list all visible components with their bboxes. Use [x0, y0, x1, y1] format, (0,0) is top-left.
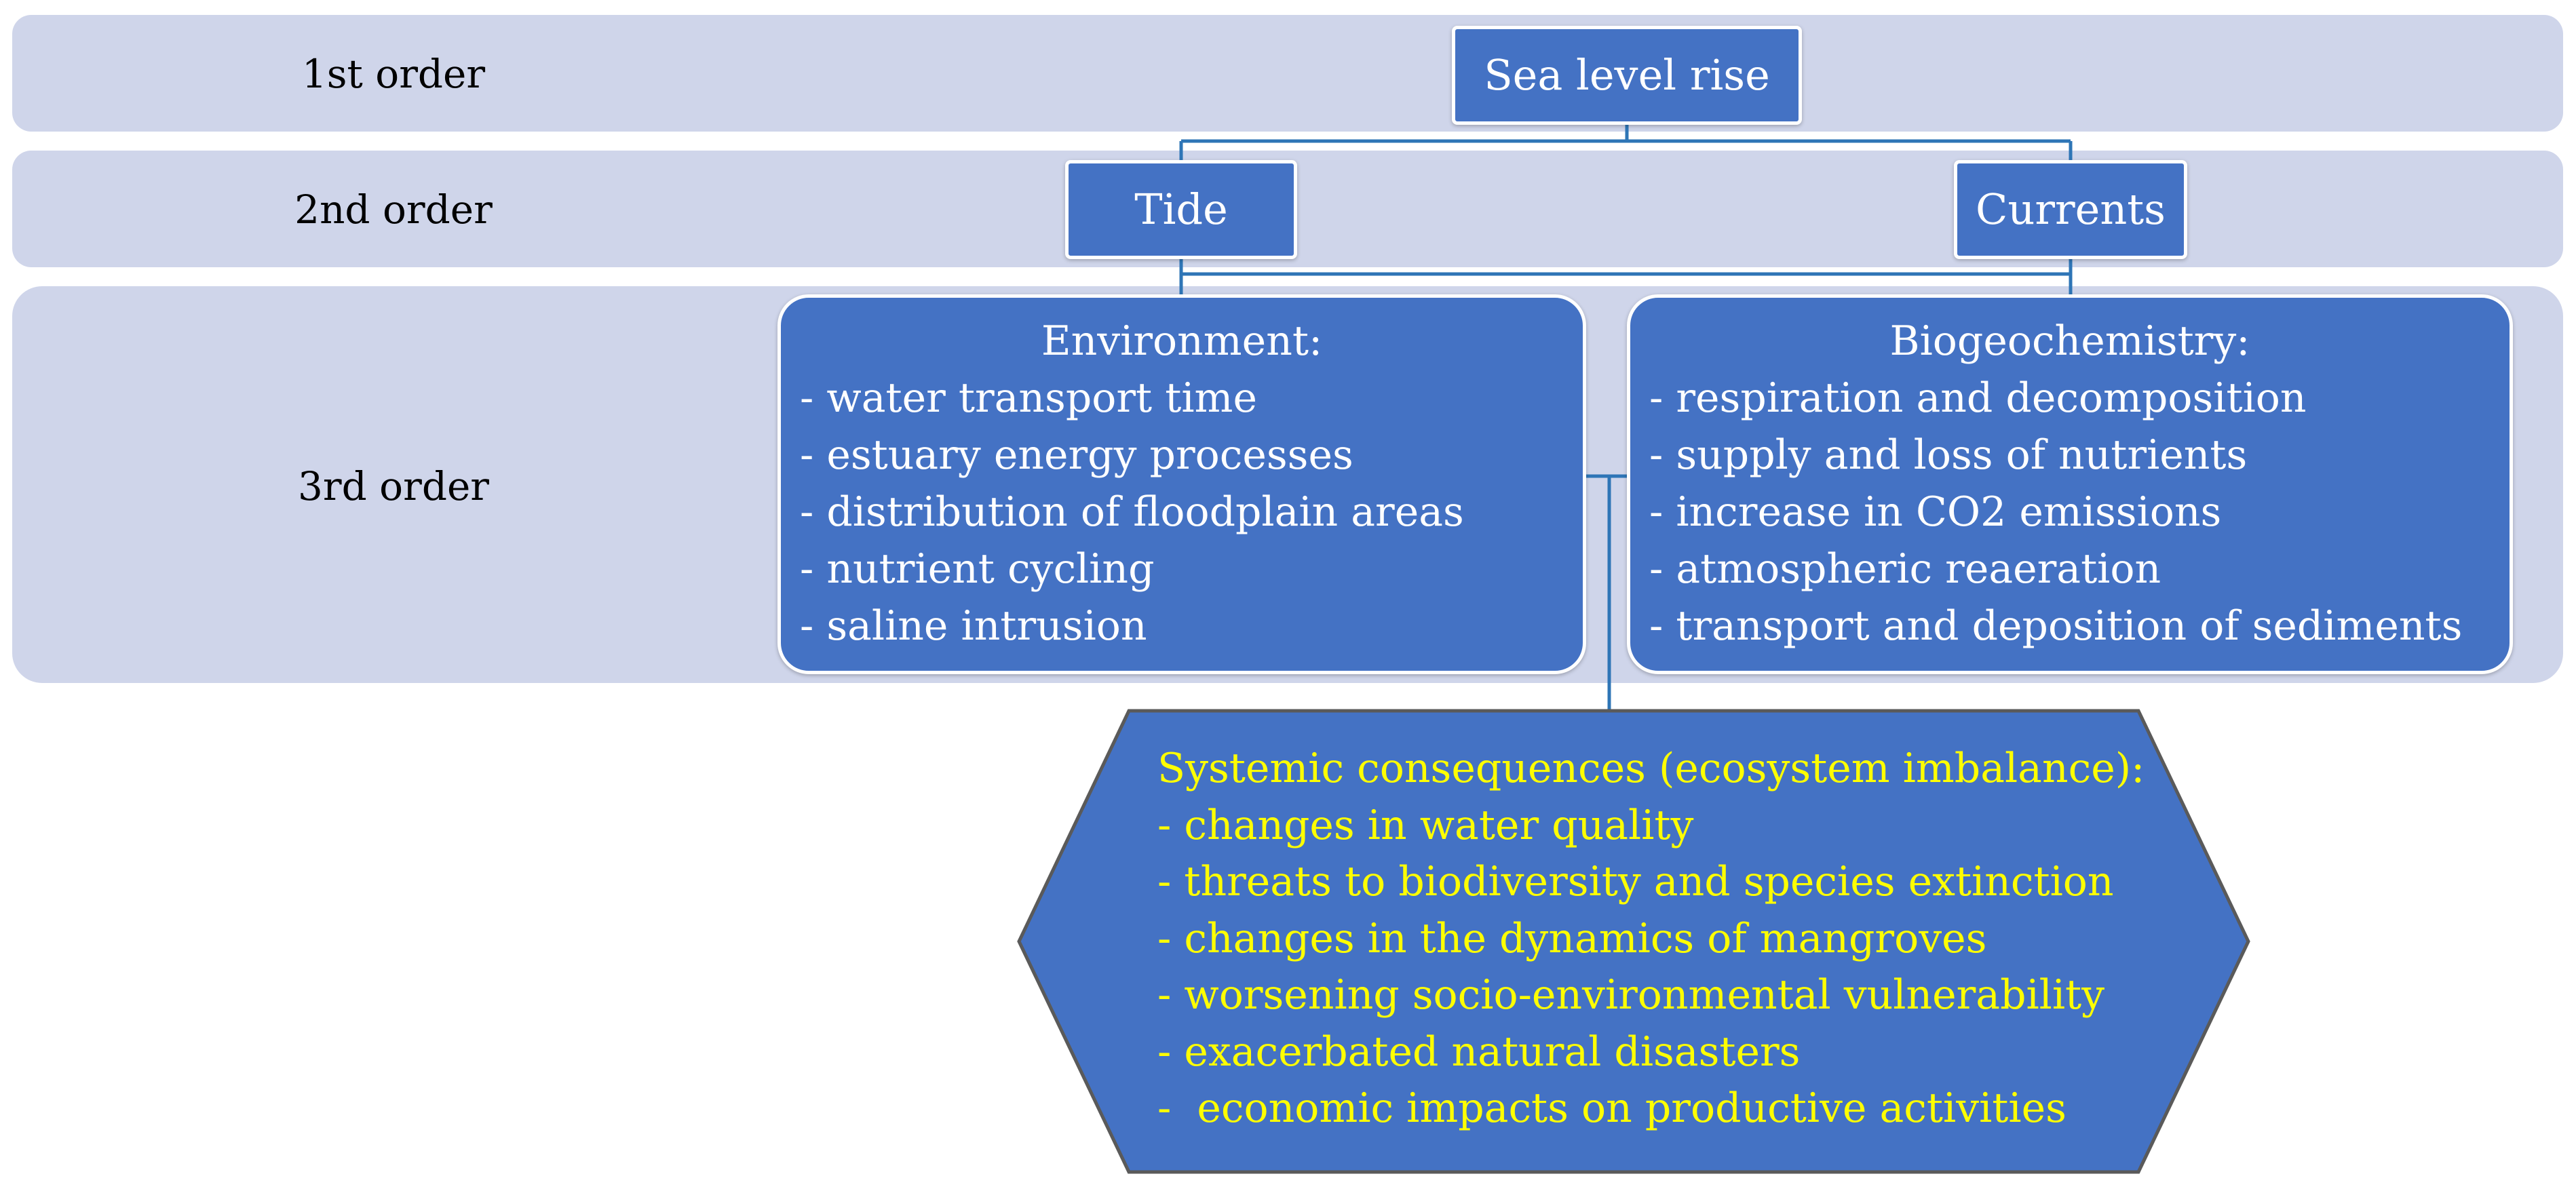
environment-item: - estuary energy processes	[800, 431, 1353, 479]
biogeochemistry-title: Biogeochemistry:	[1889, 317, 2250, 365]
first-order-label: 1st order	[301, 51, 486, 97]
biogeochemistry-item: - respiration and decomposition	[1649, 374, 2307, 422]
biogeochemistry-box: Biogeochemistry: - respiration and decom…	[1627, 294, 2513, 674]
biogeochemistry-item: - increase in CO2 emissions	[1649, 488, 2222, 536]
consequence-item: - economic impacts on productive activit…	[1157, 1085, 2066, 1132]
environment-item: - distribution of floodplain areas	[800, 488, 1464, 536]
environment-title: Environment:	[1041, 317, 1323, 365]
second-order-label: 2nd order	[294, 187, 493, 233]
tide-node: Tide	[1065, 160, 1297, 259]
third-order-label: 3rd order	[297, 463, 489, 509]
biogeochemistry-item: - supply and loss of nutrients	[1649, 431, 2248, 479]
consequence-item: - worsening socio-environmental vulnerab…	[1157, 971, 2105, 1019]
tide-label: Tide	[1134, 184, 1228, 234]
sea-level-rise-label: Sea level rise	[1484, 50, 1770, 100]
currents-label: Currents	[1976, 184, 2166, 234]
consequences-hexagon	[1017, 709, 2250, 1174]
biogeochemistry-item: - transport and deposition of sediments	[1649, 602, 2463, 650]
sea-level-rise-node: Sea level rise	[1452, 26, 1802, 125]
first-order-band	[12, 15, 2563, 132]
consequence-item: - exacerbated natural disasters	[1157, 1028, 1801, 1076]
environment-item: - water transport time	[800, 374, 1257, 422]
consequence-item: - threats to biodiversity and species ex…	[1157, 858, 2114, 905]
environment-box: Environment: - water transport time - es…	[777, 294, 1586, 674]
consequence-item: - changes in water quality	[1157, 801, 1694, 849]
consequences-text: Systemic consequences (ecosystem imbalan…	[1157, 741, 2216, 1137]
environment-item: - nutrient cycling	[800, 545, 1155, 593]
currents-node: Currents	[1954, 160, 2187, 259]
biogeochemistry-item: - atmospheric reaeration	[1649, 545, 2161, 593]
environment-item: - saline intrusion	[800, 602, 1147, 650]
consequence-item: - changes in the dynamics of mangroves	[1157, 914, 1987, 962]
consequences-title: Systemic consequences (ecosystem imbalan…	[1157, 745, 2145, 792]
